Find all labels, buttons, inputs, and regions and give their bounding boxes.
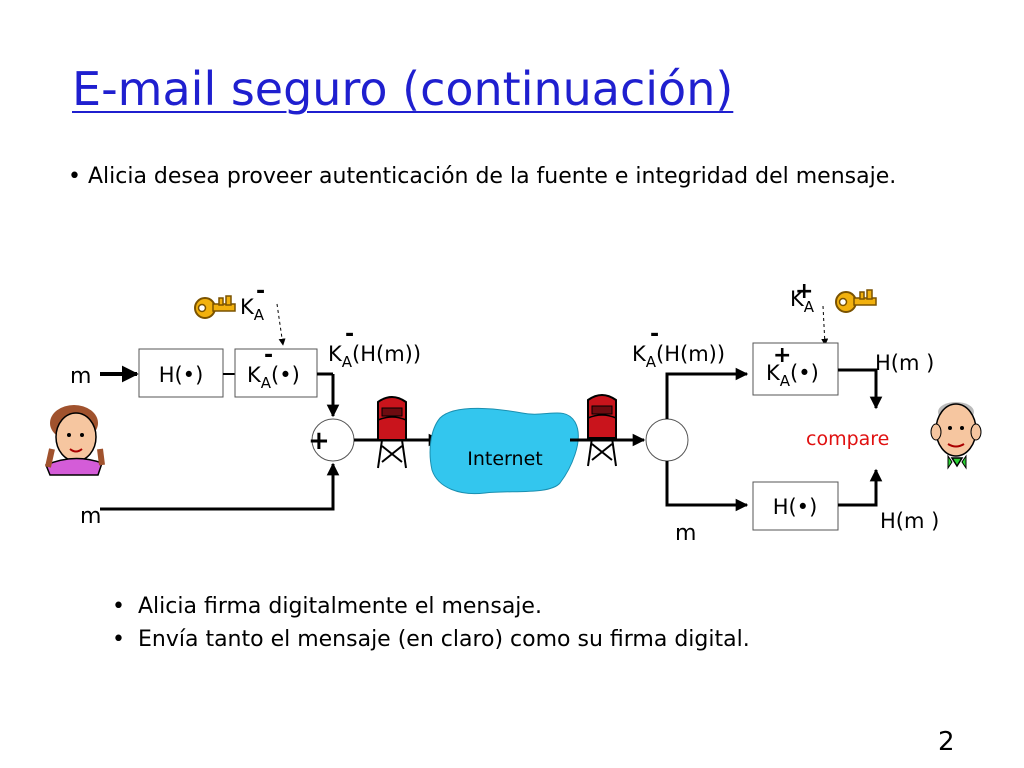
sender-key-sup: - <box>256 279 265 304</box>
sender-signed-sup: - <box>345 322 354 347</box>
page-number: 2 6 <box>938 727 955 768</box>
person-icon <box>45 405 105 476</box>
receiver-message-label: m <box>675 521 696 546</box>
receiver-signed-label: KA(H(m)) <box>632 342 725 371</box>
person-icon <box>930 402 982 470</box>
receiver-hash-box <box>752 481 839 531</box>
sign-box-label: KA(•) <box>247 363 300 392</box>
sign-box <box>234 348 318 398</box>
bullet-text: Alicia firma digitalmente el mensaje. <box>138 594 542 619</box>
verify-box <box>752 342 839 396</box>
key-to-sign-dashed <box>276 303 286 346</box>
mailbox-icon <box>587 394 617 467</box>
internet-cloud <box>429 407 579 495</box>
sender-message-bottom: m <box>80 504 101 529</box>
sender-key-label: KA <box>240 295 265 324</box>
receiver-signed-sup: - <box>650 322 659 347</box>
internet-label: Internet <box>467 448 542 470</box>
arrow-m-bottom <box>100 462 340 511</box>
slide-title: E-mail seguro (continuación) <box>72 62 734 116</box>
hash-box <box>138 348 224 398</box>
arrow-split-to-hash <box>665 461 749 512</box>
arrow-hash-to-compare <box>838 468 883 507</box>
intro-text: • Alicia desea proveer autenticación de … <box>68 164 897 189</box>
sender-message-top: m <box>70 364 91 389</box>
sender-signed-label: KA(H(m)) <box>328 342 421 371</box>
bullet-item: •Envía tanto el mensaje (en claro) como … <box>112 627 750 652</box>
arrow-verify-to-compare <box>838 368 883 410</box>
sign-box-sup: - <box>264 343 273 368</box>
receiver-key-label: KA <box>790 287 815 316</box>
receiver-hash-label: H(•) <box>773 495 818 519</box>
arrow-split-to-verify <box>665 367 749 419</box>
hash-box-label: H(•) <box>159 363 204 387</box>
bullet-text: Envía tanto el mensaje (en claro) como s… <box>138 627 750 652</box>
key-icon <box>835 289 877 313</box>
verify-box-label: KA(•) <box>766 361 819 390</box>
compare-label: compare <box>806 428 889 450</box>
key-icon <box>194 295 236 319</box>
output-bottom-label: H(m ) <box>880 509 939 533</box>
bullet-item: •Alicia firma digitalmente el mensaje. <box>112 594 542 619</box>
bullet-list: •Alicia firma digitalmente el mensaje. •… <box>112 590 750 656</box>
split-circle <box>645 418 689 462</box>
mailbox-icon <box>377 396 407 469</box>
receiver-key-dashed <box>821 305 829 346</box>
receiver-key-sup: + <box>795 279 813 304</box>
verify-box-sup: + <box>773 343 791 368</box>
output-top-label: H(m ) <box>875 351 934 375</box>
combine-plus: + <box>308 426 330 456</box>
